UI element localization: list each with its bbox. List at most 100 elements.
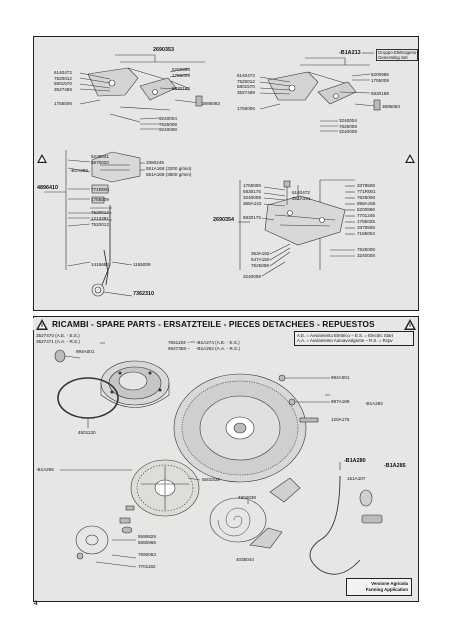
mid-right-part: 771R001 <box>357 189 376 194</box>
mid-right-part: 7625008 <box>357 195 375 200</box>
upper-right-part: 3527489 <box>237 89 255 95</box>
mid-left-part: 5870020 <box>91 160 109 165</box>
upper-right-part: 3695083 <box>382 103 400 109</box>
version-line: Farming Application <box>365 586 408 592</box>
upper-right-part: 1755006 <box>237 106 255 111</box>
upper-right-part: 3240008 <box>339 129 357 134</box>
page-number: 4 <box>34 601 38 607</box>
mid-left-part: 1213391 <box>91 216 109 221</box>
warning-triangle-icon-mid-right <box>405 154 415 163</box>
lower-part: 4804038 <box>238 495 256 500</box>
mid-left-part: 1165009 <box>133 262 151 267</box>
mid-left-part: 5238041 <box>91 154 109 159</box>
lower-part: 3527471 (A.A. - R.S.) <box>36 339 80 344</box>
mid-right-part: 5830175 <box>243 215 261 220</box>
upper-left-part: 5830168 <box>172 85 190 91</box>
upper-left-part: 3240008 <box>159 127 177 132</box>
warning-triangle-icon-left <box>36 319 48 330</box>
section-title-bar <box>33 318 418 330</box>
upper-left-part: 1755006 <box>54 101 72 106</box>
upper-right-part: 6140472 <box>237 73 255 78</box>
mid-right-part: 7165004 <box>357 231 375 236</box>
lower-part: -B1A262 (A.A. - R.S.) <box>196 346 240 351</box>
mid-right-part: 3240008 <box>243 195 261 200</box>
mid-right-assembly-code: 2690354 <box>213 217 234 223</box>
legend-line: A.A. = Avviamento Autoavvolgente – R.S. … <box>297 338 393 344</box>
lower-part: 994A001 <box>331 375 350 380</box>
mid-right-part: 3378508 <box>357 225 375 230</box>
lower-part: 6927358 – <box>168 346 190 351</box>
mid-right-part: 1755025 <box>357 219 375 224</box>
generating-set-note: Gruppo Elettrogeno Generating Set <box>376 49 419 62</box>
lower-part: 7701182 <box>138 564 156 569</box>
upper-left-part: 3695083 <box>202 101 220 106</box>
lower-part: 994A001 <box>76 349 95 354</box>
mid-right-part: 1755006 <box>243 183 261 188</box>
mid-left-part: 7520012 <box>91 210 109 215</box>
lower-part: -B1A282 <box>365 401 383 406</box>
mid-right-part: 5200896 <box>357 207 375 212</box>
mid-left-part: 1755009 <box>91 197 109 202</box>
mid-left-part: 3380245 <box>146 160 164 165</box>
lower-part: 4035044 <box>236 557 254 562</box>
mid-left-part: 551A168 (3600 g/min) <box>146 172 192 177</box>
mid-left-assembly-code: 4896410 <box>37 185 58 191</box>
mid-left-part: 7520012 <box>91 222 109 227</box>
lower-part: -B1A266 <box>36 467 54 472</box>
lower-part: 5501539 <box>202 477 220 482</box>
warning-triangle-icon-right <box>404 319 416 330</box>
upper-left-part: 6140472 <box>54 70 72 75</box>
mid-right-part: 5830175 <box>243 189 261 194</box>
mid-right-part: 7625008 <box>251 263 269 268</box>
upper-right-assembly-code: -B1A213 <box>339 50 361 56</box>
section-title: RICAMBI - SPARE PARTS - ERSATZTEILE - PI… <box>52 319 375 329</box>
mid-left-part: -B1A289 <box>70 168 88 173</box>
mid-right-assembly <box>238 179 355 277</box>
legend-line: A.E. = Avviamento Elettrico – E.S. = Ele… <box>297 333 394 338</box>
mid-left-assembly <box>44 150 145 297</box>
lower-part: 5860966 <box>138 540 156 545</box>
farming-version-box: Versione Agricola Farming Application <box>346 578 412 596</box>
upper-left-part: 5801570 <box>54 81 72 86</box>
upper-left-part: 3240004 <box>159 116 177 121</box>
upper-left-part: 7625009 <box>159 121 177 127</box>
version-line: Versione Agricola <box>371 581 408 586</box>
mid-right-part: 3378508 <box>357 183 375 188</box>
lower-part: -B1A280 <box>344 458 366 464</box>
upper-right-part: 3240004 <box>339 118 357 123</box>
upper-left-part: 3527489 <box>54 86 72 92</box>
lower-part: 7690063 <box>138 552 156 557</box>
lower-part: 7651193 – <box>168 340 190 345</box>
mid-right-part: 6140472 <box>292 190 310 195</box>
upper-right-assembly <box>259 52 381 132</box>
upper-right-part: 5200986 <box>371 72 389 77</box>
mid-left-cable-code: 7362310 <box>133 291 154 297</box>
upper-right-part: 7520012 <box>237 78 255 84</box>
lower-part: 5590828 <box>138 534 156 539</box>
warning-triangle-icon-mid-left <box>37 154 47 163</box>
lower-part: 151A107 <box>347 476 366 481</box>
upper-right-part: 1755009 <box>371 77 389 83</box>
mid-right-part: 368A142 <box>243 201 262 206</box>
mid-right-part: 7701245 <box>357 213 375 218</box>
upper-left-assembly <box>79 54 205 130</box>
lower-part: -B1A285 <box>384 463 406 469</box>
mid-right-part: 3240008 <box>243 274 261 279</box>
mid-left-part: 1415653 <box>91 262 109 267</box>
upper-right-part: 7625009 <box>339 123 357 129</box>
lower-part: 120A175 <box>331 417 350 422</box>
upper-left-assembly-code: 2690353 <box>153 47 174 53</box>
lower-part: 4501130 <box>78 430 96 435</box>
upper-right-part: 5830168 <box>371 90 389 96</box>
recoil-starter-assembly <box>54 341 383 575</box>
upper-left-part: 1755009 <box>172 72 190 78</box>
mid-right-part: 547A150 <box>251 257 270 262</box>
mid-right-part: 351A141 <box>292 196 311 201</box>
lower-part: 987A189 <box>331 399 350 404</box>
upper-left-part: 7520012 <box>54 75 72 81</box>
lower-part: 3527470 (A.E. - E.S.) <box>36 333 80 338</box>
abbreviation-legend: A.E. = Avviamento Elettrico – E.S. = Ele… <box>294 331 414 346</box>
mid-right-part: 353A192 <box>251 251 270 256</box>
mid-right-part: 7625008 <box>357 247 375 252</box>
lower-part: -B1A274 (A.E. - E.S.) <box>196 340 240 345</box>
